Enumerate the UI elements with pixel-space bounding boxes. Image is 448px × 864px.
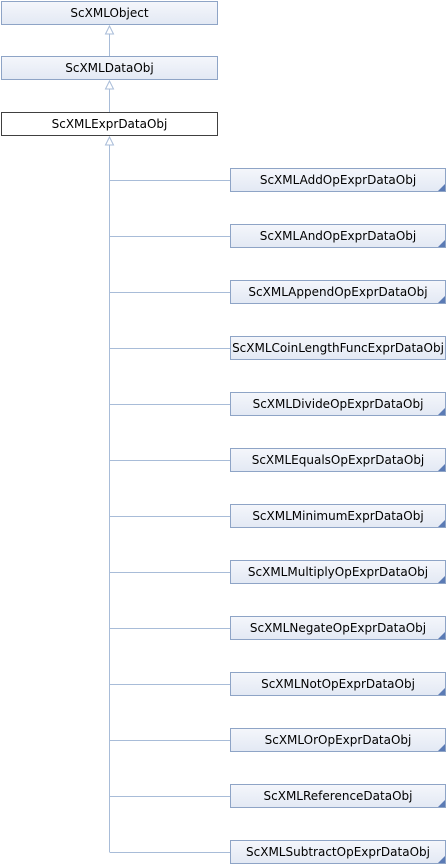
derived-class-node[interactable]: ScXMLAndOpExprDataObj — [230, 224, 446, 248]
class-label: ScXMLOrOpExprDataObj — [264, 733, 412, 747]
class-label: ScXMLObject — [70, 6, 149, 20]
class-label: ScXMLMinimumExprDataObj — [252, 509, 424, 523]
derived-class-node[interactable]: ScXMLNegateOpExprDataObj — [230, 616, 446, 640]
inheritance-arrow — [104, 24, 115, 35]
class-label: ScXMLAndOpExprDataObj — [259, 229, 417, 243]
class-label: ScXMLCoinLengthFuncExprDataObj — [232, 341, 444, 355]
derived-class-node[interactable]: ScXMLNotOpExprDataObj — [230, 672, 446, 696]
inheritance-arrow — [104, 79, 115, 90]
class-label: ScXMLMultiplyOpExprDataObj — [247, 565, 429, 579]
derived-class-node[interactable]: ScXMLOrOpExprDataObj — [230, 728, 446, 752]
derived-class-node[interactable]: ScXMLSubtractOpExprDataObj — [230, 840, 446, 864]
class-label: ScXMLSubtractOpExprDataObj — [246, 845, 430, 859]
class-node-scxmldataobj[interactable]: ScXMLDataObj — [1, 56, 218, 80]
class-label: ScXMLEqualsOpExprDataObj — [251, 453, 425, 467]
class-label: ScXMLReferenceDataObj — [263, 789, 413, 803]
inheritance-arrow — [104, 135, 115, 146]
derived-class-node[interactable]: ScXMLDivideOpExprDataObj — [230, 392, 446, 416]
derived-class-node[interactable]: ScXMLReferenceDataObj — [230, 784, 446, 808]
class-label: ScXMLDataObj — [65, 61, 154, 75]
derived-class-node[interactable]: ScXMLAddOpExprDataObj — [230, 168, 446, 192]
class-label: ScXMLAppendOpExprDataObj — [248, 285, 428, 299]
derived-class-node[interactable]: ScXMLMultiplyOpExprDataObj — [230, 560, 446, 584]
class-label: ScXMLNotOpExprDataObj — [261, 677, 415, 691]
class-label: ScXMLNegateOpExprDataObj — [249, 621, 427, 635]
class-label: ScXMLAddOpExprDataObj — [259, 173, 417, 187]
class-label: ScXMLDivideOpExprDataObj — [252, 397, 424, 411]
derived-class-node[interactable]: ScXMLEqualsOpExprDataObj — [230, 448, 446, 472]
class-node-scxmlobject[interactable]: ScXMLObject — [1, 1, 218, 25]
derived-class-node[interactable]: ScXMLAppendOpExprDataObj — [230, 280, 446, 304]
class-label: ScXMLExprDataObj — [51, 117, 168, 131]
derived-class-node[interactable]: ScXMLMinimumExprDataObj — [230, 504, 446, 528]
derived-class-node[interactable]: ScXMLCoinLengthFuncExprDataObj — [230, 336, 446, 360]
current-class-node: ScXMLExprDataObj — [1, 112, 218, 136]
